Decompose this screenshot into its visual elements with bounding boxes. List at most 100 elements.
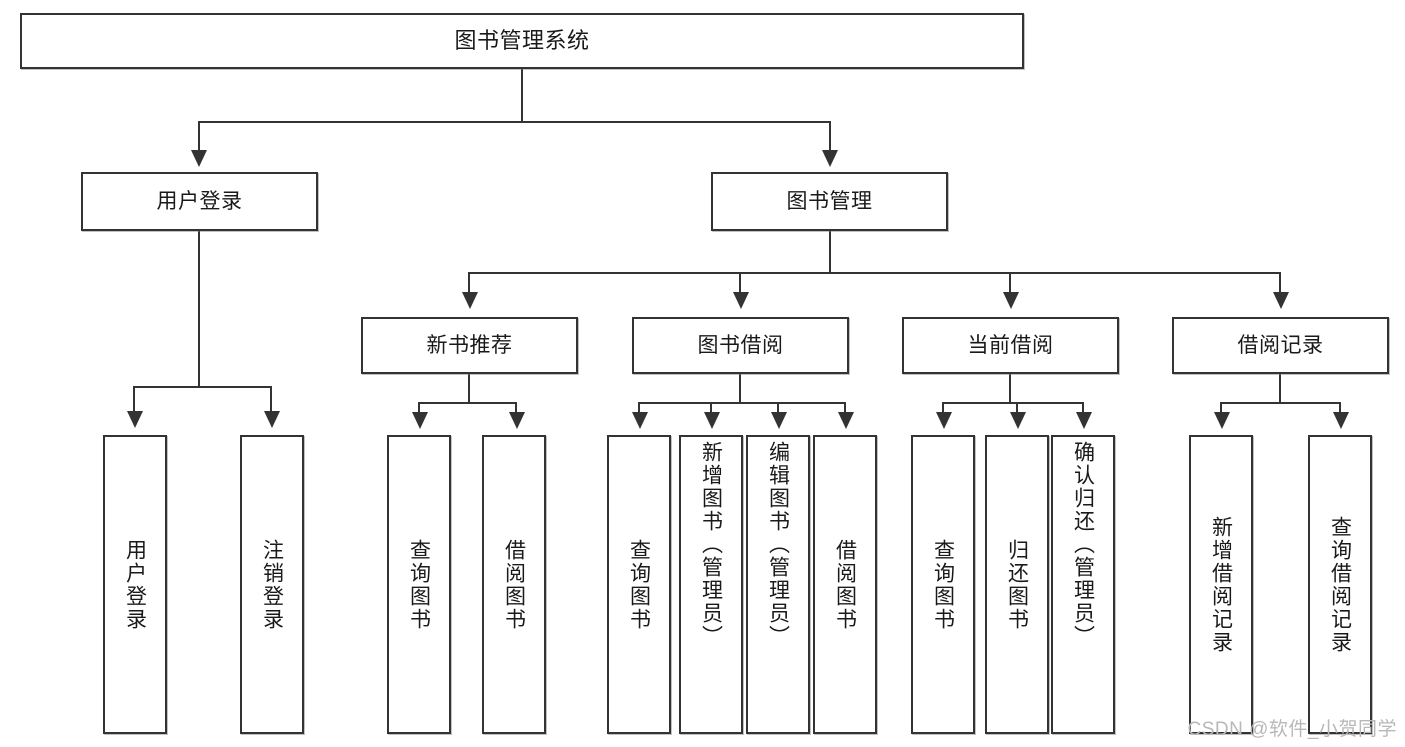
node-borrow-record-label: 借阅记录: [1237, 333, 1324, 357]
arrowhead-current-borrow: [1003, 292, 1019, 309]
arrowhead-leaf-query-book-2: [632, 412, 648, 429]
node-book-borrow-label: 图书借阅: [697, 333, 784, 357]
connector-borrow-record-bus: [1220, 402, 1341, 404]
connector-book-borrow-stem: [739, 374, 741, 403]
arrowhead-leaf-add-record: [1214, 412, 1230, 429]
connector-new-book-rec-stem: [468, 374, 470, 403]
arrowhead-leaf-query-book-3: [936, 412, 952, 429]
node-root-label: 图书管理系统: [454, 27, 590, 53]
leaf-text-wrap: 确认归还（管理员）: [1053, 437, 1113, 736]
node-leaf-query-book-2-label: 查询图书: [627, 538, 651, 631]
arrowhead-new-book-rec: [462, 292, 478, 309]
arrowhead-leaf-borrow-book-1: [509, 412, 525, 429]
node-leaf-return-book-label: 归还图书: [1005, 538, 1029, 631]
leaf-text-wrap: 查询图书: [609, 437, 669, 732]
node-leaf-add-book[interactable]: 新增图书（管理员）: [679, 435, 743, 734]
arrowhead-leaf-query-record: [1333, 412, 1349, 429]
connector-book-manage-stem: [829, 231, 831, 273]
connector-br-to-leaf-2: [1339, 402, 1341, 414]
node-leaf-query-record[interactable]: 查询借阅记录: [1308, 435, 1372, 734]
node-user-login-label: 用户登录: [156, 189, 243, 213]
node-new-book-recommend-label: 新书推荐: [426, 333, 513, 357]
leaf-text-wrap: 编辑图书（管理员）: [748, 437, 808, 736]
node-leaf-confirm-return-label: 确认归还（管理员）: [1071, 441, 1095, 648]
node-leaf-query-record-label: 查询借阅记录: [1328, 515, 1352, 654]
node-book-manage[interactable]: 图书管理: [711, 172, 948, 231]
arrowhead-borrow-record: [1273, 292, 1289, 309]
node-leaf-edit-book-label: 编辑图书（管理员）: [766, 441, 790, 648]
arrowhead-leaf-user-login: [127, 411, 143, 428]
arrowhead-book-borrow: [733, 292, 749, 309]
node-leaf-confirm-return[interactable]: 确认归还（管理员）: [1051, 435, 1115, 734]
node-user-login[interactable]: 用户登录: [81, 172, 318, 231]
arrowhead-leaf-edit-book: [771, 412, 787, 429]
leaf-text-wrap: 注销登录: [242, 437, 302, 732]
connector-cb-to-leaf-3: [1082, 402, 1084, 414]
connector-bb-to-leaf-1: [638, 402, 640, 414]
leaf-text-wrap: 查询图书: [913, 437, 973, 732]
node-leaf-query-book-3[interactable]: 查询图书: [911, 435, 975, 734]
node-leaf-borrow-book-2[interactable]: 借阅图书: [813, 435, 877, 734]
connector-cb-to-leaf-1: [942, 402, 944, 414]
arrowhead-leaf-add-book: [704, 412, 720, 429]
node-leaf-add-record[interactable]: 新增借阅记录: [1189, 435, 1253, 734]
node-leaf-logout[interactable]: 注销登录: [240, 435, 304, 734]
leaf-text-wrap: 归还图书: [987, 437, 1047, 732]
leaf-text-wrap: 借阅图书: [815, 437, 875, 732]
node-leaf-add-book-label: 新增图书（管理员）: [699, 441, 723, 648]
connector-book-borrow-bus: [638, 402, 846, 404]
arrowhead-leaf-confirm-return: [1076, 412, 1092, 429]
node-book-borrow[interactable]: 图书借阅: [632, 317, 849, 374]
connector-nbr-to-leaf-1: [418, 402, 420, 414]
arrowhead-leaf-borrow-book-2: [838, 412, 854, 429]
connector-root-to-book-manage: [829, 121, 831, 153]
connector-user-login-to-leaf-2: [270, 386, 272, 413]
connector-new-book-rec-bus: [418, 402, 517, 404]
connector-root-stem: [521, 69, 523, 122]
arrowhead-leaf-logout: [264, 411, 280, 428]
node-current-borrow[interactable]: 当前借阅: [902, 317, 1119, 374]
leaf-text-wrap: 借阅图书: [484, 437, 544, 732]
connector-nbr-to-leaf-2: [515, 402, 517, 414]
node-current-borrow-label: 当前借阅: [967, 333, 1054, 357]
leaf-text-wrap: 用户登录: [105, 437, 165, 732]
leaf-text-wrap: 新增图书（管理员）: [681, 437, 741, 736]
arrowhead-leaf-query-book-1: [412, 412, 428, 429]
node-root-system[interactable]: 图书管理系统: [20, 13, 1024, 69]
arrowhead-user-login: [191, 150, 207, 167]
connector-bb-to-leaf-3: [777, 402, 779, 414]
connector-current-borrow-stem: [1009, 374, 1011, 403]
node-book-manage-label: 图书管理: [786, 189, 873, 213]
node-new-book-recommend[interactable]: 新书推荐: [361, 317, 578, 374]
arrowhead-book-manage: [822, 150, 838, 167]
arrowhead-leaf-return-book: [1010, 412, 1026, 429]
leaf-text-wrap: 新增借阅记录: [1191, 437, 1251, 732]
csdn-watermark: CSDN @软件_小贺同学: [1187, 719, 1397, 740]
connector-cb-to-leaf-2: [1016, 402, 1018, 414]
node-leaf-return-book[interactable]: 归还图书: [985, 435, 1049, 734]
leaf-text-wrap: 查询借阅记录: [1310, 437, 1370, 732]
node-leaf-query-book-2[interactable]: 查询图书: [607, 435, 671, 734]
node-leaf-query-book-1[interactable]: 查询图书: [387, 435, 451, 734]
connector-bm-to-current-borrow: [1009, 272, 1011, 294]
node-leaf-query-book-3-label: 查询图书: [931, 538, 955, 631]
node-leaf-user-login[interactable]: 用户登录: [103, 435, 167, 734]
node-leaf-edit-book[interactable]: 编辑图书（管理员）: [746, 435, 810, 734]
node-leaf-user-login-label: 用户登录: [123, 538, 147, 631]
node-leaf-query-book-1-label: 查询图书: [407, 538, 431, 631]
connector-user-login-to-leaf-1: [133, 386, 135, 413]
node-leaf-borrow-book-1[interactable]: 借阅图书: [482, 435, 546, 734]
connector-bm-to-book-borrow: [739, 272, 741, 294]
connector-bb-to-leaf-2: [710, 402, 712, 414]
node-leaf-add-record-label: 新增借阅记录: [1209, 515, 1233, 654]
node-borrow-record[interactable]: 借阅记录: [1172, 317, 1389, 374]
connector-bm-to-new-book-rec: [468, 272, 470, 294]
node-leaf-logout-label: 注销登录: [260, 538, 284, 631]
connector-current-borrow-bus: [942, 402, 1083, 404]
connector-br-to-leaf-1: [1220, 402, 1222, 414]
node-leaf-borrow-book-2-label: 借阅图书: [833, 538, 857, 631]
node-leaf-borrow-book-1-label: 借阅图书: [502, 538, 526, 631]
leaf-text-wrap: 查询图书: [389, 437, 449, 732]
connector-root-bus: [198, 121, 830, 123]
